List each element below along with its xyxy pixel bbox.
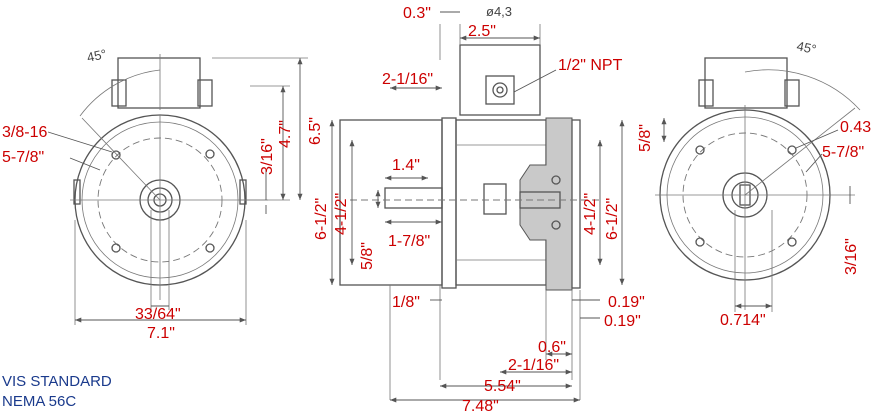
top-offset-label: 0.3" (403, 5, 431, 22)
box-width-label: 2.5" (468, 23, 496, 40)
npt-label: 1/2" NPT (558, 57, 623, 74)
side-view (329, 11, 625, 403)
pilot-left-label: 4-1/2" (333, 193, 350, 235)
key-length-label: 1.4" (392, 157, 420, 174)
body-length-label: 2-1/16" (508, 357, 559, 374)
title-line-2: NEMA 56C (2, 393, 76, 410)
right-keyway-label: 3/16" (843, 238, 860, 275)
pilot-right-label: 4-1/2" (582, 193, 599, 235)
left-angle-label: 45° (86, 46, 108, 65)
bore-diameter-label: ø4,3 (486, 4, 512, 19)
outer-right-label: 6-1/2" (604, 198, 621, 240)
right-shaft-offset-label: 0.714" (720, 312, 766, 329)
flange-thickness-label: 1/8" (392, 294, 420, 311)
shaft-diameter-label: 5/8" (359, 242, 376, 270)
right-hole-diameter-label: 0.43 (840, 119, 871, 136)
gap-b-label: 0.19" (604, 313, 641, 330)
left-bolt-circle-label: 5-7/8" (2, 149, 44, 166)
gap-a-label: 0.19" (608, 294, 645, 311)
title-line-1: VIS STANDARD (2, 373, 112, 390)
outer-left-label: 6-1/2" (313, 198, 330, 240)
hole-thread-label: 3/8-16 (2, 124, 47, 141)
shaft-length-label: 1-7/8" (388, 233, 430, 250)
right-bolt-circle-label: 5-7/8" (822, 144, 864, 161)
overall-length-label: 7.48" (462, 398, 499, 415)
left-end-view (47, 54, 308, 325)
left-height-a-label: 3/16" (259, 138, 276, 175)
left-height-b-label: 4.7" (277, 120, 294, 148)
right-key-height-label: 5/8" (637, 124, 654, 152)
hub-length-label: 0.6" (538, 339, 566, 356)
left-height-c-label: 6.5" (307, 117, 324, 145)
left-shaft-offset-label: 33/64" (135, 306, 181, 323)
left-width-label: 7.1" (147, 325, 175, 342)
right-end-view (655, 57, 861, 312)
right-angle-label: 45° (795, 38, 817, 57)
flange-offset-label: 2-1/16" (382, 71, 433, 88)
length-a-label: 5.54" (484, 378, 521, 395)
